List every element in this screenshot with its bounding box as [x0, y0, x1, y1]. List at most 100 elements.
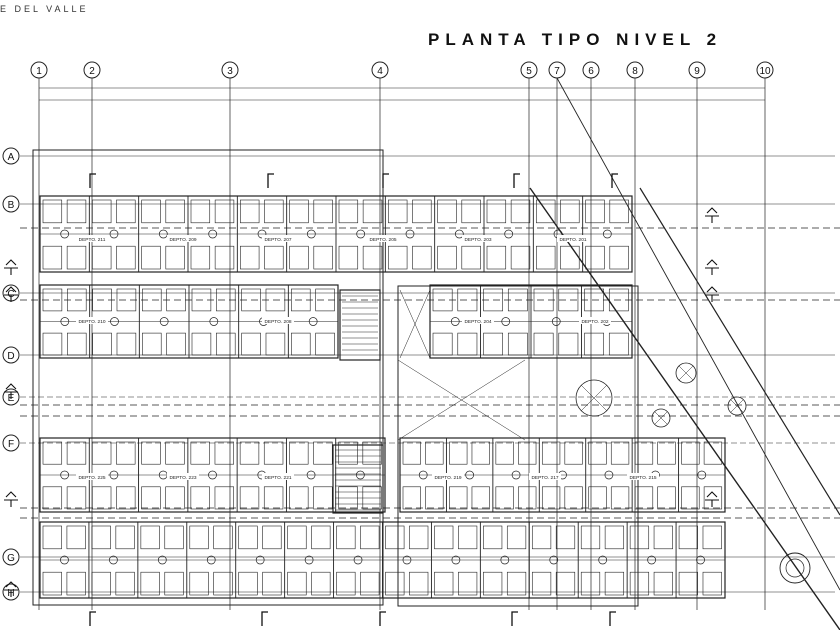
unit-label-bg — [167, 473, 199, 480]
brand-name: E DEL VALLE — [0, 4, 89, 14]
planter-circle — [675, 362, 697, 384]
grid-column-label: 2 — [89, 66, 95, 77]
room — [533, 288, 554, 312]
unit-label-bg — [529, 473, 561, 480]
void-cross — [397, 359, 526, 441]
planter-cross — [654, 411, 668, 425]
room — [385, 571, 405, 596]
unit-label-bg — [557, 235, 589, 242]
room — [657, 441, 676, 465]
level-marker — [705, 491, 719, 507]
unit-label-bg — [262, 235, 294, 242]
room — [458, 571, 478, 596]
room — [461, 245, 481, 270]
room — [702, 525, 722, 550]
room — [67, 332, 87, 356]
room — [42, 571, 62, 596]
room — [564, 441, 583, 465]
room — [486, 245, 507, 270]
room — [388, 199, 408, 224]
room — [518, 441, 537, 465]
level-marker — [4, 581, 18, 597]
room — [486, 199, 507, 224]
planter-circle — [727, 396, 747, 416]
room — [142, 288, 162, 312]
room — [216, 332, 236, 356]
room — [265, 288, 286, 312]
unit-label: DEPTO. 215 — [629, 475, 656, 481]
stair-core — [339, 289, 381, 361]
room — [311, 525, 331, 550]
grid-row-bubble — [2, 147, 20, 165]
room — [437, 245, 457, 270]
room — [91, 441, 112, 465]
level-marker — [705, 207, 719, 223]
room — [458, 525, 478, 550]
room — [449, 441, 468, 465]
room — [191, 332, 212, 356]
unit-label-bg — [367, 235, 399, 242]
room — [585, 245, 605, 270]
grid-column-bubble — [371, 61, 389, 79]
room — [432, 332, 453, 356]
room — [164, 571, 184, 596]
room — [216, 288, 236, 312]
room — [564, 486, 583, 510]
section-marker — [89, 611, 96, 626]
room — [336, 571, 356, 596]
room — [629, 525, 650, 550]
room — [287, 525, 307, 550]
section-marker — [611, 173, 618, 188]
room — [457, 288, 478, 312]
room — [42, 525, 62, 550]
room — [141, 441, 161, 465]
room — [409, 525, 429, 550]
room — [264, 199, 284, 224]
grid-column-label: 4 — [377, 66, 383, 77]
unit-label: DEPTO. 209 — [169, 237, 196, 243]
fountain — [779, 552, 811, 584]
room — [483, 332, 503, 356]
room — [653, 525, 673, 550]
grid-row-label: A — [8, 152, 15, 163]
diagonal-edge — [529, 187, 840, 630]
room — [555, 571, 576, 596]
room — [702, 571, 722, 596]
level-marker — [4, 259, 18, 275]
room — [42, 332, 63, 356]
room — [483, 571, 503, 596]
unit-label-bg — [432, 473, 464, 480]
unit-label: DEPTO. 221 — [264, 475, 291, 481]
room — [66, 571, 86, 596]
grid-column-bubble — [30, 61, 48, 79]
room — [287, 571, 307, 596]
room — [190, 199, 211, 224]
room — [189, 571, 209, 596]
room — [115, 571, 135, 596]
grid-row-label: D — [7, 351, 14, 362]
room — [238, 525, 258, 550]
room — [313, 245, 333, 270]
room — [629, 571, 650, 596]
room — [289, 441, 309, 465]
room — [42, 199, 63, 224]
room — [412, 199, 432, 224]
room — [116, 199, 136, 224]
room — [507, 288, 528, 312]
room — [238, 571, 258, 596]
room — [241, 332, 261, 356]
unit-label: DEPTO. 219 — [434, 475, 461, 481]
planter-cross — [581, 385, 607, 411]
grid-column-label: 5 — [526, 66, 532, 77]
section-marker — [382, 173, 389, 188]
room — [634, 441, 654, 465]
room — [609, 199, 629, 224]
room — [584, 332, 604, 356]
unit-label-bg — [579, 317, 611, 324]
room — [165, 245, 185, 270]
unit-label: DEPTO. 223 — [169, 475, 196, 481]
room — [678, 525, 698, 550]
room — [703, 486, 723, 510]
section-marker — [511, 611, 518, 626]
grid-row-label: B — [8, 200, 15, 211]
